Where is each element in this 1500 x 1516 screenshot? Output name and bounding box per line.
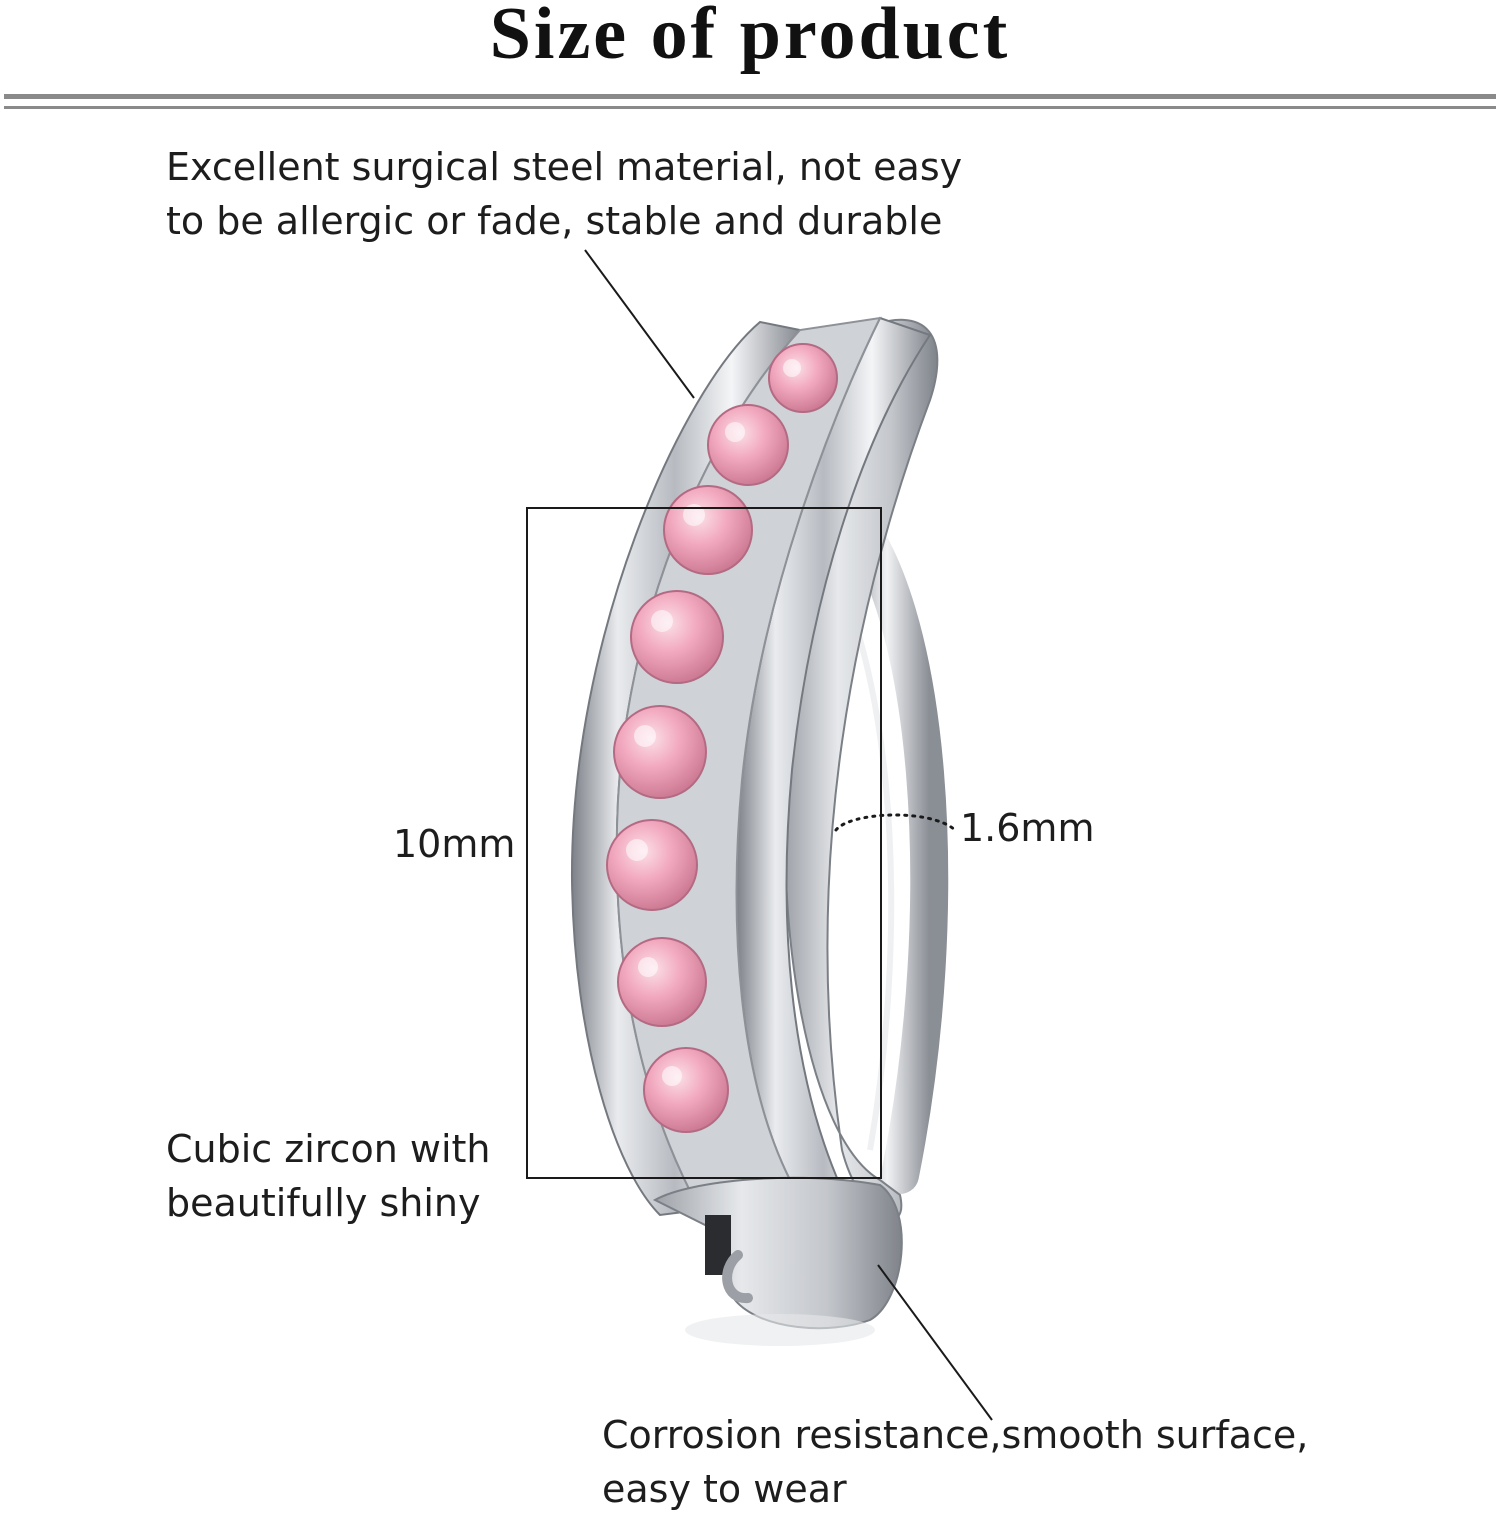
height-dimension-box: [526, 507, 882, 1179]
leader-line-material: [584, 249, 695, 399]
gem: [663, 485, 753, 575]
corrosion-annotation-line1: Corrosion resistance,smooth surface,: [602, 1413, 1309, 1457]
gem: [613, 705, 707, 799]
height-dimension-label: 10mm: [393, 822, 516, 866]
bottom-hinge: [652, 1176, 903, 1346]
corrosion-annotation-line2: easy to wear: [602, 1467, 847, 1511]
gem: [768, 343, 838, 413]
gem: [617, 937, 707, 1027]
gem: [630, 590, 724, 684]
gem: [643, 1047, 729, 1133]
gem-row: [606, 343, 838, 1133]
gem: [707, 404, 789, 486]
page-title: Size of product: [489, 0, 1011, 75]
material-annotation-line1: Excellent surgical steel material, not e…: [166, 145, 963, 189]
leader-line-corrosion: [877, 1264, 993, 1421]
gauge-dotted-arc: [834, 813, 957, 832]
title-divider-thick: [4, 94, 1496, 99]
zircon-annotation-line1: Cubic zircon with: [166, 1127, 491, 1171]
title-divider-thin: [4, 106, 1496, 109]
zircon-annotation: Cubic zircon with beautifully shiny: [166, 1122, 490, 1230]
gauge-dimension-label: 1.6mm: [960, 806, 1095, 850]
material-annotation: Excellent surgical steel material, not e…: [166, 140, 962, 248]
gem: [606, 819, 698, 911]
material-annotation-line2: to be allergic or fade, stable and durab…: [166, 199, 943, 243]
zircon-annotation-line2: beautifully shiny: [166, 1181, 481, 1225]
corrosion-annotation: Corrosion resistance,smooth surface, eas…: [602, 1408, 1308, 1516]
